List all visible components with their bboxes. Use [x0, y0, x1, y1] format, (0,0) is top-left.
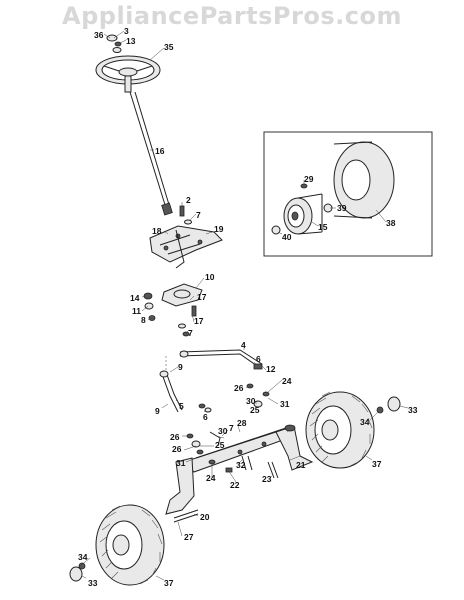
- axle-bolts-lower: [208, 455, 279, 479]
- callout-28: 28: [237, 418, 247, 428]
- callout-17: 17: [197, 292, 207, 302]
- leader-lines: [79, 30, 409, 581]
- callout-32: 32: [236, 460, 246, 470]
- callout-35: 35: [164, 42, 174, 52]
- callout-27: 27: [184, 532, 194, 542]
- callout-25: 25: [250, 405, 260, 415]
- spindle-right: [275, 424, 314, 471]
- callout-3: 3: [124, 26, 129, 36]
- callout-15: 15: [318, 222, 328, 232]
- callout-5: 5: [179, 401, 184, 411]
- front-tire-left: [95, 504, 165, 586]
- callout-6: 6: [256, 354, 261, 364]
- callout-19: 19: [214, 224, 224, 234]
- callout-26: 26: [234, 383, 244, 393]
- callout-26: 26: [172, 444, 182, 454]
- hub-cap-right: [376, 396, 401, 414]
- callout-30: 30: [218, 426, 228, 436]
- steering-shaft: [129, 91, 173, 216]
- callout-37: 37: [372, 459, 382, 469]
- callout-24: 24: [206, 473, 216, 483]
- callout-29: 29: [304, 174, 314, 184]
- callout-31: 31: [280, 399, 290, 409]
- callout-39: 39: [337, 203, 347, 213]
- callout-34: 34: [360, 417, 370, 427]
- rear-wheel-inset-box: [263, 131, 433, 257]
- steering-support-bracket: [149, 225, 223, 269]
- callout-25: 25: [215, 440, 225, 450]
- pitman-arm: [159, 356, 183, 413]
- callout-17: 17: [194, 316, 204, 326]
- callout-24: 24: [282, 376, 292, 386]
- callout-33: 33: [88, 578, 98, 588]
- steering-gear: [161, 283, 203, 307]
- callout-18: 18: [152, 226, 162, 236]
- callout-labels: 36 3 13 35 16 2 7 18 19 10 14 17 11 8 17…: [78, 26, 418, 588]
- callout-37: 37: [164, 578, 174, 588]
- callout-31: 31: [176, 458, 186, 468]
- spindle-left: [165, 457, 199, 523]
- callout-2: 2: [186, 195, 191, 205]
- callout-16: 16: [155, 146, 165, 156]
- callout-12: 12: [266, 364, 276, 374]
- callout-7: 7: [196, 210, 201, 220]
- callout-9: 9: [178, 362, 183, 372]
- callout-9: 9: [155, 406, 160, 416]
- bolt-hardware-upper: [179, 205, 192, 225]
- rear-tire: [333, 141, 395, 219]
- watermark-text: AppliancePartsPros.com: [62, 2, 402, 30]
- rear-rim: [283, 193, 323, 235]
- callout-36: 36: [94, 30, 104, 40]
- callout-38: 38: [386, 218, 396, 228]
- callout-4: 4: [241, 340, 246, 350]
- callout-6: 6: [203, 412, 208, 422]
- callout-14: 14: [130, 293, 140, 303]
- steering-wheel: [95, 55, 161, 93]
- callout-30: 30: [246, 396, 256, 406]
- callout-11: 11: [132, 306, 141, 316]
- callout-33: 33: [408, 405, 418, 415]
- drag-link: [179, 349, 263, 370]
- callout-8: 8: [141, 315, 146, 325]
- hub-cap-left: [69, 562, 86, 582]
- callout-7: 7: [229, 423, 234, 433]
- callout-23: 23: [262, 474, 272, 484]
- callout-10: 10: [205, 272, 215, 282]
- callout-34: 34: [78, 552, 88, 562]
- callout-22: 22: [230, 480, 240, 490]
- callout-13: 13: [126, 36, 136, 46]
- callout-26: 26: [170, 432, 180, 442]
- callout-21: 21: [296, 460, 306, 470]
- callout-40: 40: [282, 232, 292, 242]
- nuts-washers-left: [143, 292, 156, 321]
- front-tire-right: [305, 391, 375, 469]
- callout-20: 20: [200, 512, 210, 522]
- callout-7: 7: [188, 328, 193, 338]
